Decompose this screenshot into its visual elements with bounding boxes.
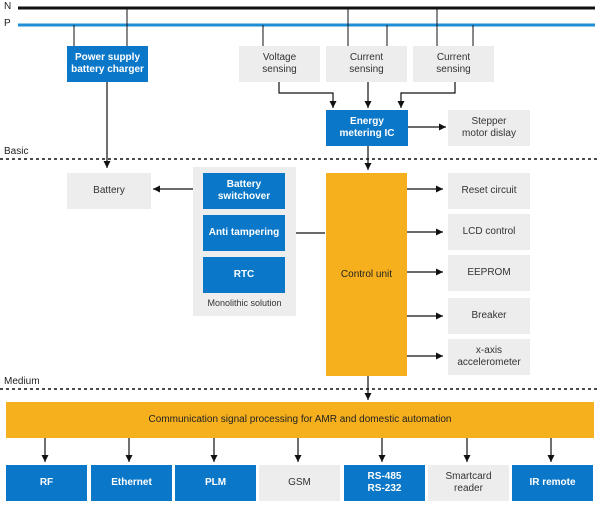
reset-circuit-block: Reset circuit <box>448 173 530 209</box>
interface-ethernet: Ethernet <box>91 465 172 501</box>
interface-ir-remote: IR remote <box>512 465 593 501</box>
stepper-motor-block: Stepper motor dislay <box>448 110 530 146</box>
anti-tampering-block: Anti tampering <box>203 215 285 251</box>
energy-metering-ic-block: Energy metering IC <box>326 110 408 146</box>
voltage-sensing-block: Voltage sensing <box>239 46 320 82</box>
control-unit-block: Control unit <box>326 173 407 376</box>
interface-rf: RF <box>6 465 87 501</box>
interface-smartcard: Smartcard reader <box>428 465 509 501</box>
interface-gsm: GSM <box>259 465 340 501</box>
current-sensing-block-2: Current sensing <box>413 46 494 82</box>
communication-processing-bar: Communication signal processing for AMR … <box>6 402 594 438</box>
battery-switchover-block: Battery switchover <box>203 173 285 209</box>
lcd-control-block: LCD control <box>448 214 530 250</box>
current-sensing-block-1: Current sensing <box>326 46 407 82</box>
accelerometer-block: x-axis accelerometer <box>448 339 530 375</box>
monolithic-solution-label: Monolithic solution <box>207 298 282 308</box>
n-label: N <box>4 1 12 12</box>
breaker-block: Breaker <box>448 298 530 334</box>
battery-block: Battery <box>67 173 151 209</box>
basic-label: Basic <box>4 146 29 157</box>
medium-label: Medium <box>4 376 40 387</box>
interface-rs-485: RS-485 RS-232 <box>344 465 425 501</box>
rtc-block: RTC <box>203 257 285 293</box>
eeprom-block: EEPROM <box>448 255 530 291</box>
power-supply-block: Power supply battery charger <box>67 46 148 82</box>
interface-plm: PLM <box>175 465 256 501</box>
p-label: P <box>4 18 11 29</box>
